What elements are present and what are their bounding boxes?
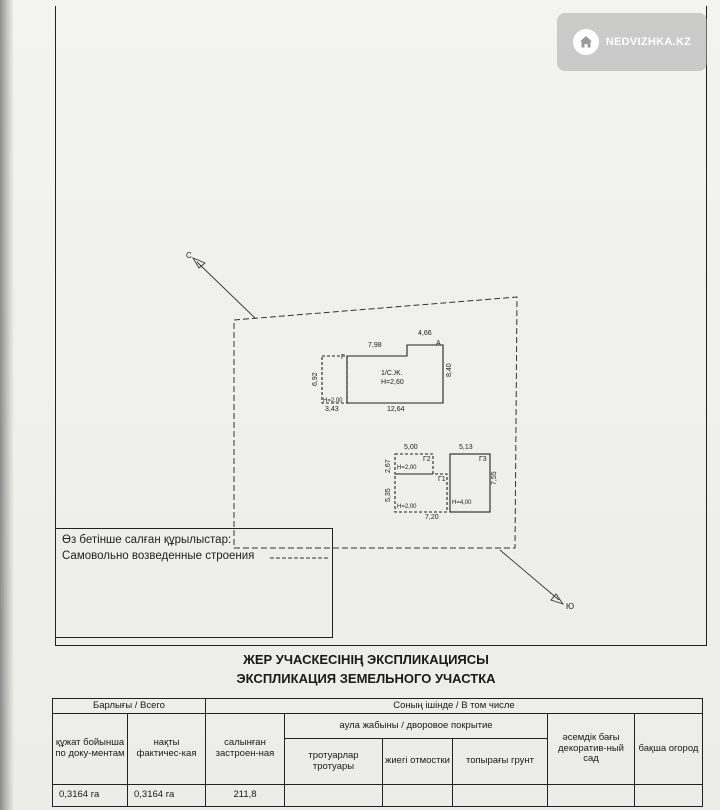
col-actual: нақты фактичес-кая [127, 713, 206, 785]
dim-right-outbuilding: 7,55 [491, 471, 498, 485]
outbuilding-g3-outline [449, 453, 491, 513]
extension-height: Н=2,00 [323, 398, 343, 404]
col-by-document: құжат бойынша по доку-ментам [52, 713, 128, 785]
dim-bottom: 7,20 [425, 514, 439, 521]
north-label: С [186, 251, 192, 260]
col-decorative-garden: әсемдік бағы декоратив-ный сад [547, 713, 635, 785]
dim-top-short: 4,66 [418, 330, 432, 337]
extension-g-outline [321, 355, 348, 404]
col-ground: топырағы грунт [452, 738, 548, 785]
main-house-name: 1/С.Ж. [381, 370, 403, 377]
header-including: Соның ішінде / В том числе [205, 698, 703, 714]
label-g2: Г2 [423, 456, 431, 463]
value-built-up: 211,8 [205, 784, 285, 807]
g1-height: Н=2,00 [397, 504, 417, 510]
main-house-height: Н=2,60 [381, 379, 404, 386]
label-g1: Г1 [438, 476, 446, 483]
outbuilding-g1-outline [394, 473, 448, 513]
site-plan-frame [55, 6, 707, 646]
page-edge-shadow [0, 0, 14, 810]
dim-bottom-left: 3,43 [325, 406, 339, 413]
dim-bottom-right: 12,64 [387, 406, 405, 413]
south-arrow-head [550, 593, 565, 605]
value-blind-area [382, 784, 453, 807]
dim-right: 8,40 [446, 363, 453, 377]
col-yard-cover: аула жабыны / дворовое покрытие [284, 713, 548, 739]
legend-title-kz: Өз бетінше салған құрылыстар: [62, 534, 232, 546]
south-arrow-line [499, 549, 560, 601]
dim-top-right: 5,13 [459, 444, 473, 451]
letter-a: А [436, 340, 441, 347]
dim-left: 6,92 [312, 372, 319, 386]
house-icon [572, 29, 599, 55]
watermark: NEDVIZHKA.KZ [557, 13, 707, 71]
lot-boundary [233, 296, 518, 549]
north-arrow-line [196, 261, 256, 319]
value-sidewalks [284, 784, 383, 807]
dim-left-upper: 2,67 [385, 459, 392, 473]
g3-height: Н=4,00 [452, 500, 472, 506]
legend-title-ru: Самовольно возведенные строения [62, 550, 255, 562]
value-by-document: 0,3164 га [52, 784, 128, 807]
col-built-up: салынған застроен-ная [205, 713, 285, 785]
dim-top-long: 7,98 [368, 342, 382, 349]
label-g3: Г3 [479, 456, 487, 463]
col-sidewalks: тротуарлар тротуары [284, 738, 383, 785]
legend-box [55, 528, 333, 638]
col-vegetable-garden: бақша огород [634, 713, 703, 785]
col-blind-area: жиегі отмостки [382, 738, 453, 785]
watermark-text: NEDVIZHKA.KZ [605, 36, 692, 48]
value-vegetable-garden [634, 784, 703, 807]
outbuilding-g2-outline [394, 453, 434, 475]
dim-top-left: 5,00 [404, 444, 418, 451]
explication-title-kz: ЖЕР УЧАСКЕСІНІҢ ЭКСПЛИКАЦИЯСЫ [243, 652, 489, 667]
explication-table: Барлығы / Всего Соның ішінде / В том чис… [52, 698, 703, 807]
header-total: Барлығы / Всего [52, 698, 206, 714]
value-decorative-garden [547, 784, 635, 807]
value-ground [452, 784, 548, 807]
value-actual: 0,3164 га [127, 784, 206, 807]
south-label: Ю [566, 602, 575, 611]
g2-height: Н=2,00 [397, 465, 417, 471]
site-plan-drawing [191, 257, 565, 605]
north-arrow-head [191, 257, 206, 269]
dim-left-lower: 5,35 [385, 488, 392, 502]
letter-g: Г [341, 354, 345, 361]
explication-title-ru: ЭКСПЛИКАЦИЯ ЗЕМЕЛЬНОГО УЧАСТКА [236, 671, 496, 686]
